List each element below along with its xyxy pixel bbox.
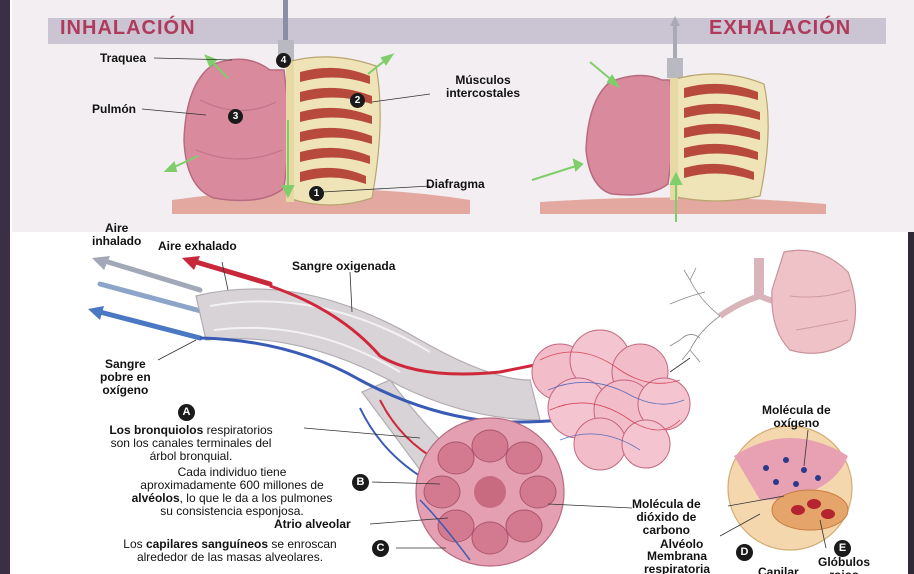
a-rest-1: respiratorios: [203, 423, 272, 437]
a-line-3: árbol bronquial.: [80, 450, 302, 463]
lung-label: Pulmón: [92, 103, 136, 116]
rbc-line-2: rojos: [818, 569, 870, 574]
badge-d: D: [736, 544, 753, 561]
a-bold: Los bronquiolos: [109, 423, 203, 437]
atrium-label: Atrio alveolar: [274, 518, 351, 531]
capillaries-caption: Los capilares sanguíneos se enroscan alr…: [92, 538, 368, 564]
gas-exchange-detail: [720, 426, 852, 550]
membrane-label: Membrana respiratoria: [644, 550, 710, 574]
muscles-label: Músculos intercostales: [446, 74, 520, 100]
co2-line-3: carbono: [632, 524, 701, 537]
badge-a: A: [178, 404, 195, 421]
lung-anatomy: [670, 250, 856, 372]
alveolar-sac: [416, 418, 564, 566]
alveoli-caption: Cada individuo tiene aproximadamente 600…: [116, 466, 348, 518]
inhaled-air-label: Aire inhalado: [92, 222, 141, 248]
c-pre: Los: [123, 537, 146, 551]
b-rest-3: , lo que le da a los pulmones: [180, 491, 333, 505]
exhaled-lung-shape: [586, 75, 673, 194]
lung-lobe: [772, 250, 856, 353]
oxygen-line-2: oxígeno: [762, 417, 831, 430]
oxygen-poor-blood-label: Sangre pobre en oxígeno: [100, 358, 151, 397]
exhaled-air-label: Aire exhalado: [158, 240, 237, 253]
capillary-label: Capilar: [758, 566, 799, 574]
badge-1: 1: [309, 186, 324, 201]
bronchioles-caption: Los bronquiolos respiratorios son los ca…: [80, 424, 302, 463]
badge-c: C: [372, 540, 389, 557]
red-cells-label: Glóbulos rojos: [818, 556, 870, 574]
b-bold: alvéolos: [132, 491, 180, 505]
c-bold: capilares sanguíneos: [146, 537, 268, 551]
oxygenated-blood-label: Sangre oxigenada: [292, 260, 395, 273]
inhaled-line-2: inhalado: [92, 235, 141, 248]
poor-line-3: oxígeno: [100, 384, 151, 397]
c-rest-1: se enroscan: [268, 537, 337, 551]
oxygen-molecule-label: Molécula de oxígeno: [762, 404, 831, 430]
badge-3: 3: [228, 109, 243, 124]
inhalation-header: INHALACIÓN: [60, 17, 196, 40]
exhalation-illustration: [532, 16, 826, 222]
diaphragm-label: Diafragma: [426, 178, 485, 191]
lung-shape: [184, 59, 288, 200]
exhalation-header: EXHALACIÓN: [709, 17, 851, 40]
badge-b: B: [352, 474, 369, 491]
trachea-label: Traquea: [100, 52, 146, 65]
alveolar-cluster: [532, 330, 690, 470]
c-line-2: alrededor de las masas alveolares.: [92, 551, 368, 564]
muscles-line-2: intercostales: [446, 87, 520, 100]
badge-4: 4: [276, 53, 291, 68]
membrane-line-2: respiratoria: [644, 563, 710, 574]
badge-2: 2: [350, 93, 365, 108]
co2-molecule-label: Molécula de dióxido de carbono: [632, 498, 701, 537]
